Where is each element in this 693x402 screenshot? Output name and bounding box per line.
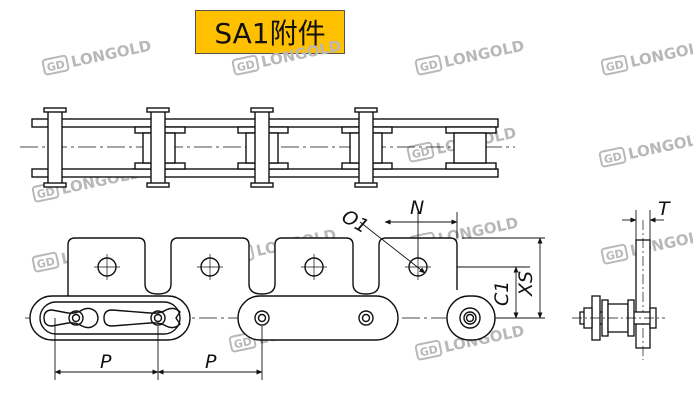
pin-hole-2 <box>150 310 166 326</box>
pin-head-4 <box>146 182 170 188</box>
watermark-logo-icon <box>414 339 443 361</box>
watermark-7: GD LONGOLD <box>598 129 693 168</box>
pin-2 <box>150 110 166 186</box>
dim-label-t: T <box>658 198 671 220</box>
o1-leader <box>359 221 426 274</box>
link-slot-2 <box>103 307 181 329</box>
watermark-logo-icon <box>600 54 629 76</box>
title-badge: SA1附件 <box>195 10 345 54</box>
end-view-dimensions <box>622 210 664 240</box>
pin-hole-5 <box>459 307 481 329</box>
outer-link-plate-2 <box>237 295 399 341</box>
pin-hole-5-inner <box>465 313 475 323</box>
roller-4 <box>453 132 487 164</box>
pin-hole-4-inner <box>361 313 371 323</box>
watermark-text: LONGOLD <box>69 37 152 72</box>
dim-label-p-right: P <box>205 351 217 373</box>
watermark-logo-icon <box>406 141 435 163</box>
svg-text:GD: GD <box>605 58 625 74</box>
watermark-4: GD LONGOLD <box>600 37 693 76</box>
dim-label-n: N <box>410 197 424 219</box>
svg-text:GD: GD <box>411 145 431 161</box>
watermark-text: LONGOLD <box>626 129 693 164</box>
svg-text:GD: GD <box>603 150 623 166</box>
inner-link-contour-1 <box>39 301 181 335</box>
pin-hole-4 <box>358 310 374 326</box>
title-text: SA1附件 <box>214 17 326 50</box>
inner-plate-bottom-4 <box>445 162 497 170</box>
pin-head-1 <box>43 107 67 113</box>
pin-4 <box>358 110 374 186</box>
outer-link-plate-1 <box>29 295 191 341</box>
dim-label-p-left: P <box>100 351 112 373</box>
chain-end-view <box>572 220 665 360</box>
watermark-logo-icon <box>231 54 260 76</box>
watermark-text: LONGOLD <box>628 37 693 72</box>
watermark-text: LONGOLD <box>259 37 342 72</box>
svg-text:GD: GD <box>46 58 66 74</box>
watermark-logo-icon <box>598 146 627 168</box>
watermark-2: GD LONGOLD <box>231 37 343 76</box>
chain-side-view <box>25 237 510 341</box>
svg-text:GD: GD <box>233 335 253 351</box>
watermark-logo-icon <box>41 54 70 76</box>
outer-link-plate-3 <box>446 295 496 341</box>
pin-head-3 <box>146 107 170 113</box>
pin-3 <box>254 110 270 186</box>
hole-center-marks <box>94 254 431 280</box>
pin-hole-3-inner <box>257 313 267 323</box>
watermark-logo-icon <box>414 54 443 76</box>
svg-text:GD: GD <box>36 185 56 201</box>
pin-head-5 <box>250 107 274 113</box>
svg-text:GD: GD <box>36 255 56 271</box>
chain-top-view <box>20 107 515 188</box>
dim-label-c1: C1 <box>491 281 513 306</box>
inner-plate-top-4 <box>445 126 497 134</box>
pin-hole-2-inner <box>153 313 163 323</box>
pin-hole-1 <box>68 310 84 326</box>
watermark-1: GD LONGOLD <box>41 37 153 76</box>
watermark-logo-icon <box>31 251 60 273</box>
pin-head-7 <box>354 107 378 113</box>
pin-hole-5-mid <box>463 311 477 325</box>
dim-label-o1: O1 <box>338 205 372 238</box>
watermark-logo-icon <box>600 243 629 265</box>
side-view-dimensions <box>54 212 545 380</box>
watermark-3: GD LONGOLD <box>414 37 526 76</box>
dim-label-xs: XS <box>515 271 537 297</box>
svg-text:GD: GD <box>419 58 439 74</box>
watermark-text: LONGOLD <box>442 37 525 72</box>
pin-head-2 <box>43 182 67 188</box>
svg-text:GD: GD <box>236 58 256 74</box>
pin-hole-1-inner <box>71 313 81 323</box>
pin-hole-3 <box>254 310 270 326</box>
svg-text:GD: GD <box>605 247 625 263</box>
svg-text:GD: GD <box>419 343 439 359</box>
pin-1 <box>47 110 63 186</box>
pin-head-8 <box>354 182 378 188</box>
link-slot-1 <box>43 307 99 329</box>
pin-head-6 <box>250 182 274 188</box>
